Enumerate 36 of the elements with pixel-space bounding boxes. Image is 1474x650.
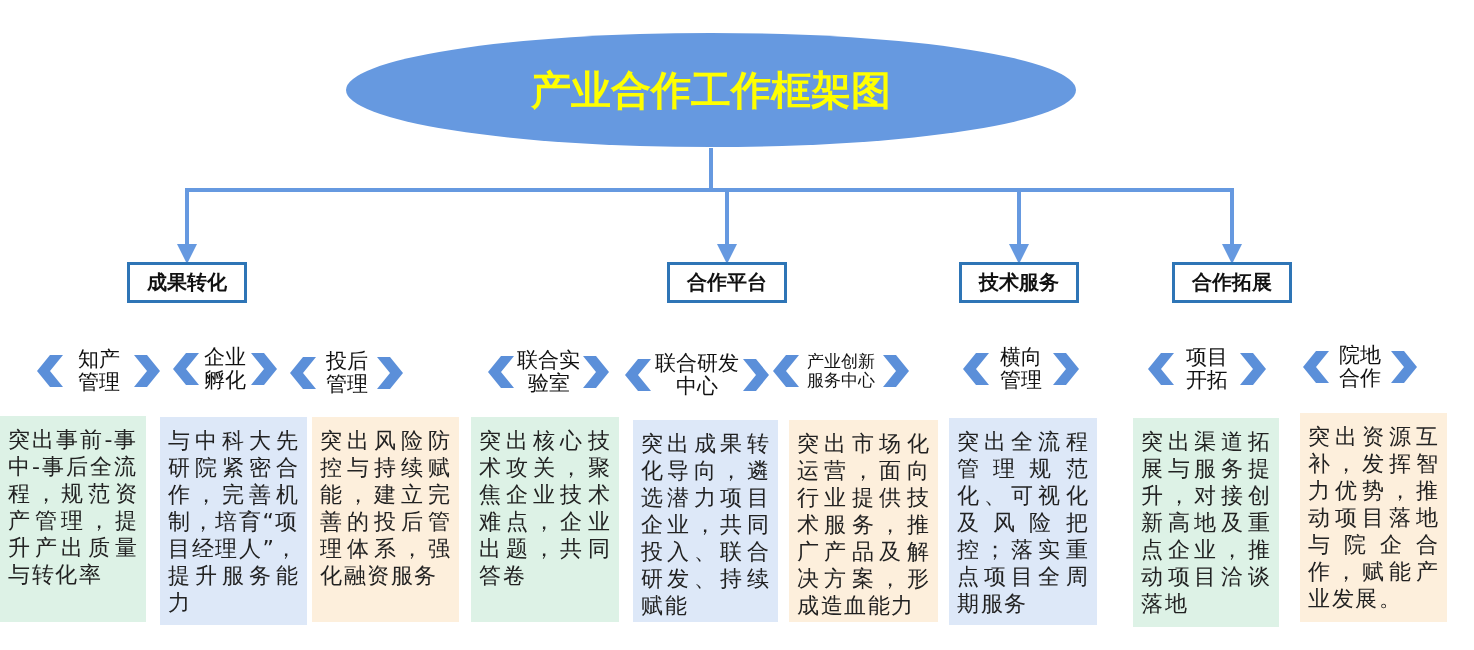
description-text: 突出渠道拓展与服务提升，对接创新高地及重点企业，推动项目洽谈落地: [1141, 428, 1271, 617]
category-box: [1172, 262, 1292, 303]
description-box: [789, 420, 938, 622]
description-box: [471, 417, 619, 622]
description-box: [312, 417, 459, 622]
description-box: [1300, 413, 1447, 622]
description-box: [949, 418, 1097, 625]
item-label: 院地合作: [1338, 343, 1382, 391]
description-text: 与中科大先研院紧密合作，完善机制，培育“项目经理人”，提升服务能力: [168, 427, 299, 616]
ellipse-label: 产业合作工作框架图: [531, 65, 891, 115]
item-label: 联合研发中心: [654, 351, 740, 399]
item-label: 项目开拓: [1185, 345, 1229, 393]
description-text: 突出事前-事中-事后全流程，规范资产管理，提升产出质量与转化率: [8, 426, 138, 588]
category-label: 合作拓展: [1192, 269, 1272, 296]
category-label: 合作平台: [687, 269, 767, 296]
description-box: [160, 417, 307, 625]
description-box: [1133, 418, 1279, 627]
category-box: [667, 262, 787, 303]
description-text: 突出风险防控与持续赋能，建立完善的投后管理体系，强化融资服务: [320, 427, 451, 589]
description-text: 突出核心技术攻关，聚焦企业技术难点，企业出题，共同答卷: [479, 427, 611, 589]
description-text: 突出全流程管理规范化、可视化及风险把控；落实重点项目全周期服务: [957, 428, 1089, 617]
category-box: [959, 262, 1079, 303]
description-box: [0, 416, 146, 622]
description-box: [633, 420, 778, 622]
description-text: 突出成果转化导向，遴选潜力项目企业，共同投入、联合研发、持续赋能: [641, 430, 770, 619]
item-label: 横向管理: [999, 345, 1043, 393]
description-text: 突出市场化运营，面向行业提供技术服务，推广产品及解决方案，形成造血能力: [797, 430, 930, 619]
category-box: [127, 262, 247, 303]
item-label: 企业孵化: [203, 345, 247, 393]
item-label: 知产管理: [76, 347, 121, 395]
item-label: 投后管理: [324, 349, 369, 397]
category-label: 成果转化: [147, 269, 227, 296]
item-label: 产业创新服务中心: [806, 351, 876, 390]
description-text: 突出资源互补，发挥智力优势，推动项目落地与院企合作，赋能产业发展。: [1308, 423, 1439, 612]
item-label: 联合实验室: [516, 348, 581, 396]
category-label: 技术服务: [979, 269, 1059, 296]
